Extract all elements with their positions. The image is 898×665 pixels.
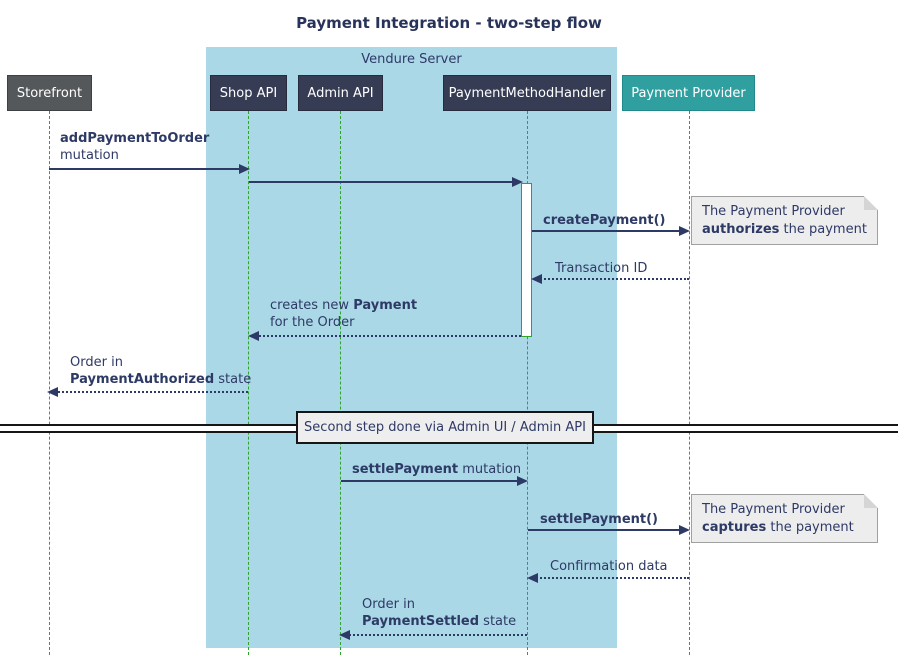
arrowhead-right-icon [517, 476, 528, 486]
arrowhead-left-icon [248, 331, 259, 341]
message-text-bold: addPaymentToOrder [60, 131, 210, 146]
arrowhead-left-icon [527, 573, 538, 583]
message-text-bold: PaymentAuthorized [70, 372, 215, 387]
return-shop-api-to-storefront [47, 387, 248, 397]
message-text: mutation [60, 148, 119, 163]
message-order-authorized: Order in PaymentAuthorized state [70, 354, 251, 388]
message-text: mutation [458, 462, 522, 477]
note-text-bold: captures [702, 520, 767, 535]
participant-payment-method-handler: PaymentMethodHandler [443, 75, 611, 111]
vendure-server-frame: Vendure Server [206, 47, 617, 648]
return-provider-to-handler [531, 274, 689, 284]
note-authorizes: The Payment Provider authorizes the paym… [691, 196, 878, 245]
arrow-shop-api-to-handler [249, 177, 523, 187]
participant-payment-provider: Payment Provider [622, 75, 755, 111]
message-text-bold: createPayment() [543, 213, 666, 228]
message-create-payment: createPayment() [543, 212, 665, 229]
participant-label: Payment Provider [631, 85, 746, 101]
arrowhead-right-icon [679, 525, 690, 535]
message-text: Order in [70, 355, 123, 370]
lifeline-payment-provider [689, 111, 690, 655]
arrowhead-right-icon [239, 164, 250, 174]
message-text-bold: settlePayment [352, 462, 459, 477]
lifeline-payment-method-handler [527, 111, 528, 655]
message-text: Order in [362, 597, 415, 612]
vendure-server-label: Vendure Server [361, 52, 462, 67]
arrowhead-left-icon [339, 630, 350, 640]
message-settle-payment-mutation: settlePayment mutation [352, 461, 521, 478]
divider-label: Second step done via Admin UI / Admin AP… [304, 420, 586, 435]
participant-storefront: Storefront [7, 75, 92, 111]
arrowhead-right-icon [512, 177, 523, 187]
return-handler-to-admin-api [339, 630, 527, 640]
diagram-title: Payment Integration - two-step flow [296, 14, 602, 32]
message-text: state [214, 372, 252, 387]
note-fold-icon [864, 494, 878, 508]
message-settle-payment-call: settlePayment() [540, 511, 658, 528]
message-confirmation-data: Confirmation data [550, 558, 668, 575]
note-text: The Payment Provider [702, 502, 845, 517]
arrow-handler-to-provider [532, 226, 690, 236]
message-text: Transaction ID [555, 261, 648, 276]
return-provider-to-handler-confirmation [527, 573, 689, 583]
note-captures: The Payment Provider captures the paymen… [691, 494, 878, 543]
message-transaction-id: Transaction ID [555, 260, 647, 277]
arrow-admin-api-to-handler [341, 476, 528, 486]
note-text: The Payment Provider [702, 204, 845, 219]
message-add-payment-to-order: addPaymentToOrder mutation [60, 130, 209, 164]
message-text: state [479, 614, 517, 629]
participant-admin-api: Admin API [298, 75, 383, 111]
note-text: the payment [766, 520, 854, 535]
arrowhead-left-icon [531, 274, 542, 284]
note-text: the payment [779, 222, 867, 237]
arrow-handler-to-provider-settle [528, 525, 690, 535]
message-text-bold: settlePayment() [540, 512, 658, 527]
arrow-storefront-to-shop-api [49, 164, 250, 174]
message-text-bold: PaymentSettled [362, 614, 480, 629]
message-creates-payment: creates new Payment for the Order [270, 297, 417, 331]
lifeline-admin-api [340, 111, 341, 655]
arrowhead-left-icon [47, 387, 58, 397]
message-text: Confirmation data [550, 559, 668, 574]
arrowhead-right-icon [679, 226, 690, 236]
participant-label: Shop API [219, 85, 278, 101]
lifeline-shop-api [248, 111, 249, 655]
activation-bar-payment-method-handler [521, 183, 532, 337]
participant-label: Admin API [307, 85, 374, 101]
message-text-bold: Payment [353, 298, 418, 313]
message-text: creates new [270, 298, 354, 313]
divider-label-box: Second step done via Admin UI / Admin AP… [296, 411, 594, 444]
participant-label: Storefront [16, 85, 83, 101]
return-handler-to-shop-api [248, 331, 521, 341]
participant-shop-api: Shop API [210, 75, 287, 111]
message-text: for the Order [270, 315, 355, 330]
note-fold-icon [864, 196, 878, 210]
lifeline-storefront [49, 111, 50, 655]
note-text-bold: authorizes [702, 222, 780, 237]
message-order-settled: Order in PaymentSettled state [362, 596, 516, 630]
participant-label: PaymentMethodHandler [448, 85, 606, 101]
